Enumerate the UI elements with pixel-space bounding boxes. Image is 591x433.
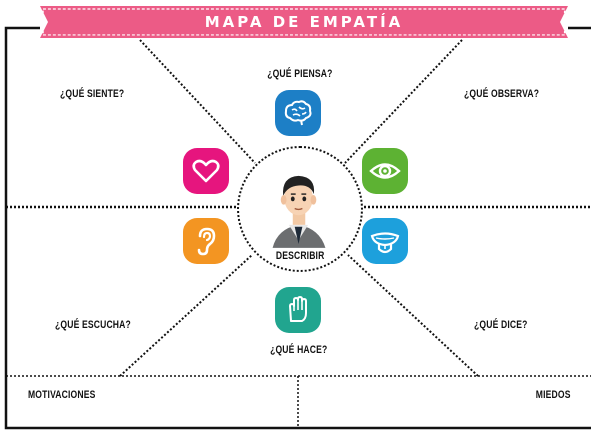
label-que-observa: ¿QUÉ OBSERVA?	[464, 88, 540, 100]
hand-icon	[275, 287, 321, 333]
ear-icon	[183, 218, 229, 264]
person-avatar-icon	[272, 175, 326, 248]
label-que-piensa: ¿QUÉ PIENSA?	[267, 68, 333, 80]
label-que-escucha: ¿QUÉ ESCUCHA?	[55, 319, 131, 331]
label-miedos: MIEDOS	[536, 389, 571, 401]
brain-icon	[275, 90, 321, 136]
eye-icon	[362, 148, 408, 194]
center-circle: DESCRIBIR	[237, 146, 363, 272]
label-motivaciones: MOTIVACIONES	[28, 389, 96, 401]
mouth-tongue-icon	[362, 218, 408, 264]
title-banner	[40, 6, 568, 38]
page-title: MAPA DE EMPATÍA	[204, 13, 404, 31]
label-que-siente: ¿QUÉ SIENTE?	[60, 88, 125, 100]
center-label: DESCRIBIR	[275, 250, 325, 262]
heart-icon	[183, 148, 229, 194]
label-que-dice: ¿QUÉ DICE?	[474, 319, 528, 331]
label-que-hace: ¿QUÉ HACE?	[270, 344, 328, 356]
